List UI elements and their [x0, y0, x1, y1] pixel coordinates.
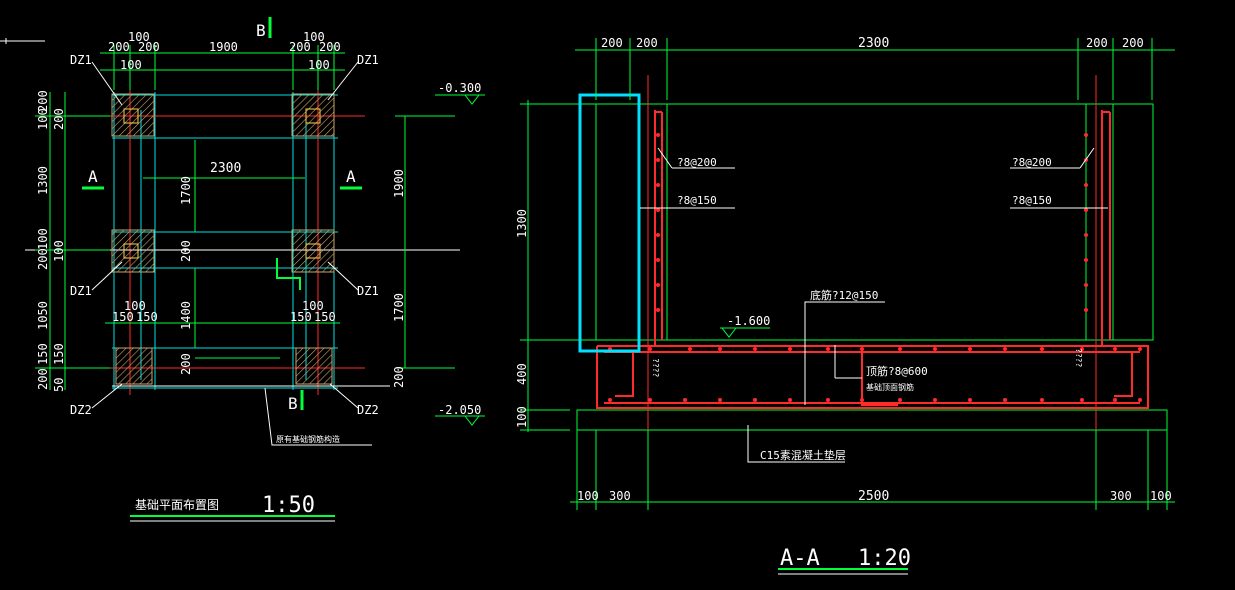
section-mark-b-top: B — [256, 21, 266, 40]
rebar-label: ?8@150 — [677, 194, 717, 207]
dim-text: 100 — [303, 30, 325, 44]
dim-text: 2300 — [210, 161, 241, 176]
rebar-label: ?8@200 — [677, 156, 717, 169]
dim-text: 100 — [577, 489, 599, 503]
concrete-note: C15素混凝土垫层 — [760, 448, 846, 462]
dim-text: 200 — [392, 366, 406, 388]
rebar-label: 底筋?12@150 — [810, 288, 878, 302]
dim-text: 200 — [36, 90, 50, 112]
dim-text: 300 — [1110, 489, 1132, 503]
rebar-label: ???? — [1074, 348, 1083, 367]
section-mark-b-bottom: B — [288, 394, 298, 413]
dim-text: 1700 — [179, 176, 193, 205]
dim-text: 200 — [179, 240, 193, 262]
dim-text: 2500 — [858, 489, 889, 504]
dim-text: 100 — [302, 299, 324, 313]
column-label: DZ2 — [357, 403, 379, 417]
dim-text: 100 — [515, 406, 529, 428]
elevation-mark: -1.600 — [727, 314, 770, 328]
dim-text: 150 — [36, 343, 50, 365]
dim-text: 100 — [1150, 489, 1172, 503]
dim-text: 200 — [289, 40, 311, 54]
dim-text: 150 — [290, 310, 312, 324]
dim-text: 100 — [128, 30, 150, 44]
dim-text: 1300 — [36, 166, 50, 195]
dim-text: 100 — [308, 58, 330, 72]
dim-text: 400 — [515, 363, 529, 385]
dim-text: 200 — [1122, 36, 1144, 50]
dim-text: 50 — [52, 378, 66, 392]
column-label: DZ1 — [357, 53, 379, 67]
column-dz1 — [291, 229, 335, 273]
rebar-label: 顶筋?8@600 — [866, 364, 928, 378]
dim-text: 200 — [636, 36, 658, 50]
dim-text: 1400 — [179, 301, 193, 330]
section-scale: 1:20 — [858, 546, 911, 571]
section-mark-a-right: A — [346, 167, 356, 186]
dim-text: 200 — [1086, 36, 1108, 50]
dim-text: 2300 — [858, 36, 889, 51]
highlight-box[interactable] — [578, 93, 641, 353]
dim-text: 100 — [36, 108, 50, 130]
column-label: DZ1 — [70, 53, 92, 67]
dim-text: 100 — [36, 228, 50, 250]
section-title: A-A — [780, 546, 820, 571]
dim-text: 150 — [52, 343, 66, 365]
dim-text: 200 — [108, 40, 130, 54]
dim-text: 100 — [52, 240, 66, 262]
dim-text: 200 — [138, 40, 160, 54]
dim-text: 100 — [124, 299, 146, 313]
dim-text: 200 — [36, 368, 50, 390]
rebar-label: ???? — [651, 358, 660, 377]
dim-text: 1700 — [392, 293, 406, 322]
dim-text: 300 — [609, 489, 631, 503]
dim-text: 200 — [52, 108, 66, 130]
rebar-label: ?8@150 — [1012, 194, 1052, 207]
dim-text: 1900 — [209, 40, 238, 54]
plan-title: 基础平面布置图 — [135, 498, 219, 512]
column-label: DZ1 — [357, 284, 379, 298]
section-mark-a-left: A — [88, 167, 98, 186]
dim-text: 200 — [601, 36, 623, 50]
elevation-mark: -2.050 — [438, 403, 481, 417]
rebar-sub: 基础顶面钢筋 — [866, 382, 914, 392]
section-a-a: 200 200 2300 200 200 100 300 2500 300 10… — [435, 36, 1175, 575]
column-label: DZ2 — [70, 403, 92, 417]
dim-text: 150 — [112, 310, 134, 324]
dim-text: 200 — [179, 353, 193, 375]
rebar-dots — [608, 133, 1142, 402]
plan-scale: 1:50 — [262, 493, 315, 518]
dim-text: 150 — [314, 310, 336, 324]
column-label: DZ1 — [70, 284, 92, 298]
dim-text: 1050 — [36, 301, 50, 330]
elevation-mark: -0.300 — [438, 81, 481, 95]
rebar-label: ?8@200 — [1012, 156, 1052, 169]
dim-text: 100 — [120, 58, 142, 72]
column-dz2 — [115, 347, 153, 385]
dim-text: 150 — [136, 310, 158, 324]
dim-text: 200 — [36, 248, 50, 270]
foundation-plan: B B A A DZ1 DZ1 DZ1 DZ1 DZ2 DZ2 100 100 … — [0, 17, 460, 522]
column-dz1 — [291, 93, 335, 137]
dim-text: 1900 — [392, 169, 406, 198]
dim-text: 1300 — [515, 209, 529, 238]
dim-text: 200 — [319, 40, 341, 54]
column-dz2 — [295, 347, 333, 385]
plan-note: 原有基础钢筋构造 — [276, 434, 340, 444]
